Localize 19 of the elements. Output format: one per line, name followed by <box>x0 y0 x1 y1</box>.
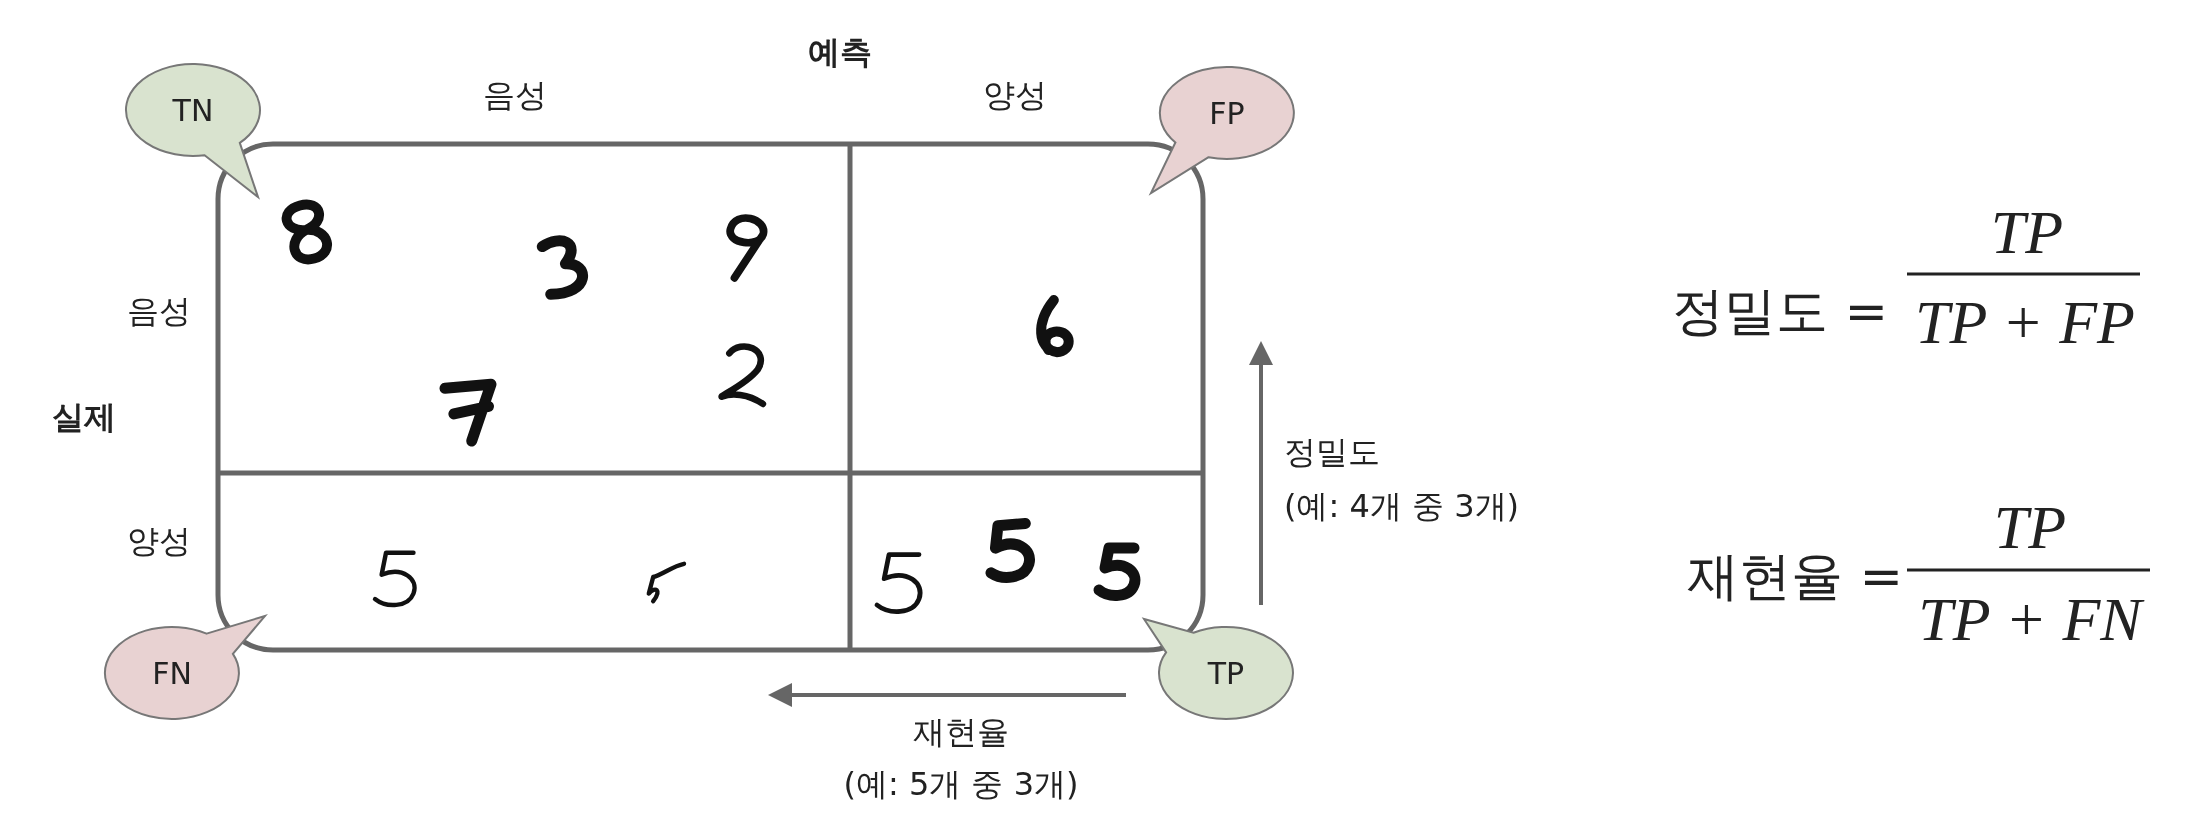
axis-title: 실제 <box>52 400 116 436</box>
speech-bubble: FP <box>1148 64 1297 196</box>
arrow-note: (예: 5개 중 3개) <box>843 767 1079 803</box>
row-label: 양성 <box>127 524 191 560</box>
column-label: 양성 <box>983 78 1047 114</box>
speech-bubble: TN <box>123 61 263 200</box>
arrow-label: 재현율 <box>913 715 1009 751</box>
formula-term: 정밀도 = <box>1671 283 1889 341</box>
axis-title: 예측 <box>808 35 872 71</box>
speech-bubble: FN <box>102 613 268 722</box>
formula-term: 재현율 = <box>1686 548 1904 606</box>
row-label: 음성 <box>127 294 191 330</box>
column-label: 음성 <box>483 78 547 114</box>
formula-numerator: TP <box>1990 197 2064 267</box>
speech-bubble: TP <box>1141 616 1296 722</box>
formula-denominator: TP + FP <box>1915 287 2135 357</box>
arrow-label: 정밀도 <box>1284 435 1380 471</box>
formula-numerator: TP <box>1993 492 2067 562</box>
arrow-note: (예: 4개 중 3개) <box>1284 489 1519 525</box>
